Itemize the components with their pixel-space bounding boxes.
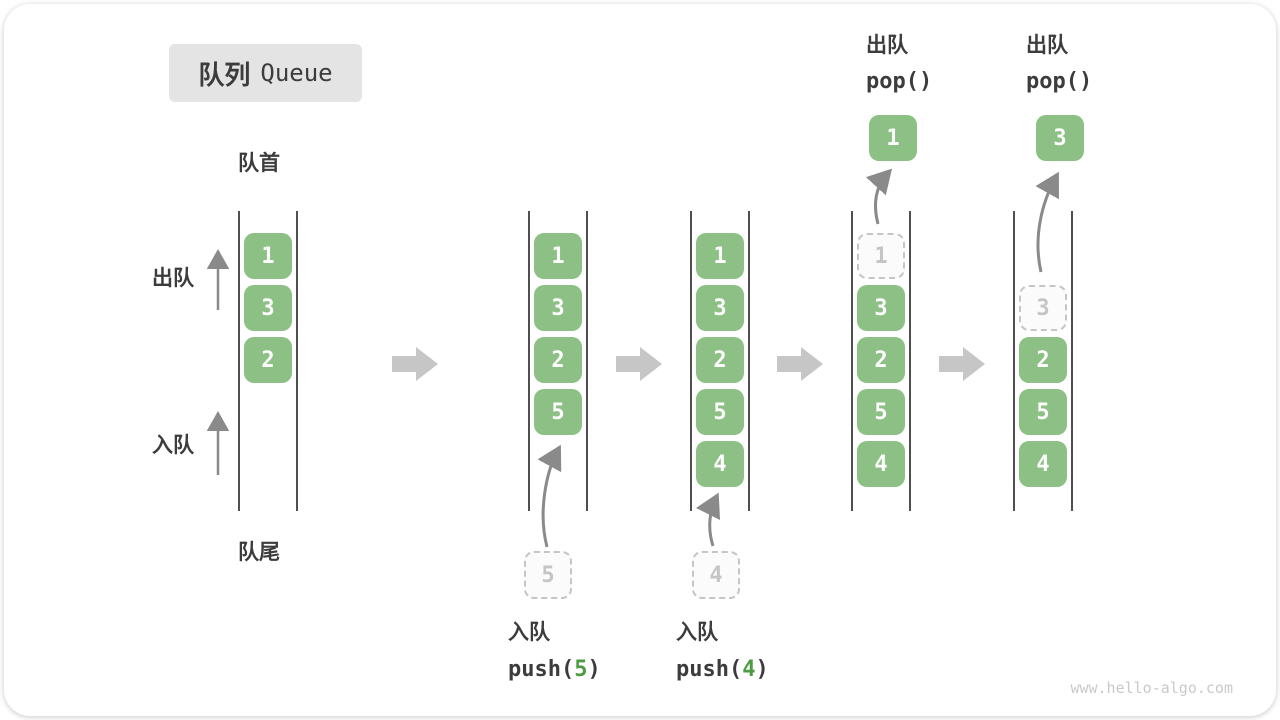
queue-element-value: 1	[696, 233, 744, 279]
queue-element-value: 5	[534, 389, 582, 435]
push-code-suffix: )	[587, 657, 601, 682]
queue-column-state-5-pop-3	[1013, 211, 1073, 511]
queue-element-value: 1	[534, 233, 582, 279]
popped-value-box: 1	[869, 115, 917, 161]
queue-front-label: 队首	[238, 152, 280, 175]
queue-element-value: 2	[534, 337, 582, 383]
queue-element-value: 2	[1019, 337, 1067, 383]
queue-element-value: 2	[244, 337, 292, 383]
pop-code-label: pop()	[866, 69, 933, 94]
push-code-prefix: push(	[508, 657, 575, 682]
queue-element-value: 2	[857, 337, 905, 383]
queue-element-value: 2	[696, 337, 744, 383]
push-code-arg: 5	[574, 657, 588, 682]
queue-element-value: 4	[857, 441, 905, 487]
pop-code-label: pop()	[1026, 69, 1093, 94]
queue-element-value: 4	[1019, 441, 1067, 487]
queue-column-state-3-after-push-4	[690, 211, 750, 511]
queue-column-state-4-pop-1	[851, 211, 911, 511]
title-zh: 队列	[198, 59, 251, 90]
dequeue-label: 出队	[152, 267, 194, 290]
push-code-label: push(4)	[676, 659, 769, 681]
title-box: 队列 Queue	[169, 44, 362, 102]
queue-element-value: 4	[696, 441, 744, 487]
queue-column-state-1	[238, 211, 298, 511]
queue-element-value: 5	[857, 389, 905, 435]
figure-card	[4, 4, 1276, 716]
queue-rear-label: 队尾	[238, 541, 280, 564]
enqueue-label: 入队	[152, 434, 194, 457]
queue-element-value: 3	[857, 285, 905, 331]
title-en: Queue	[260, 59, 333, 87]
push-source-box: 4	[692, 551, 740, 599]
queue-element-value: 5	[1019, 389, 1067, 435]
popped-value-box: 3	[1036, 115, 1084, 161]
push-label: 入队	[508, 621, 550, 644]
watermark: www.hello-algo.com	[1070, 679, 1233, 697]
pop-label: 出队	[866, 34, 908, 57]
queue-column-state-2-after-push-5	[528, 211, 588, 511]
queue-element-value: 5	[696, 389, 744, 435]
pop-label: 出队	[1026, 34, 1068, 57]
queue-element-value: 3	[534, 285, 582, 331]
queue-element-value: 3	[244, 285, 292, 331]
push-code-prefix: push(	[676, 657, 743, 682]
push-code-label: push(5)	[508, 659, 601, 681]
push-code-arg: 4	[742, 657, 756, 682]
push-label: 入队	[676, 621, 718, 644]
queue-element-value: 1	[244, 233, 292, 279]
queue-element-removed: 3	[1019, 285, 1067, 331]
push-code-suffix: )	[755, 657, 769, 682]
queue-element-removed: 1	[857, 233, 905, 279]
queue-element-value: 3	[696, 285, 744, 331]
push-source-box: 5	[524, 551, 572, 599]
